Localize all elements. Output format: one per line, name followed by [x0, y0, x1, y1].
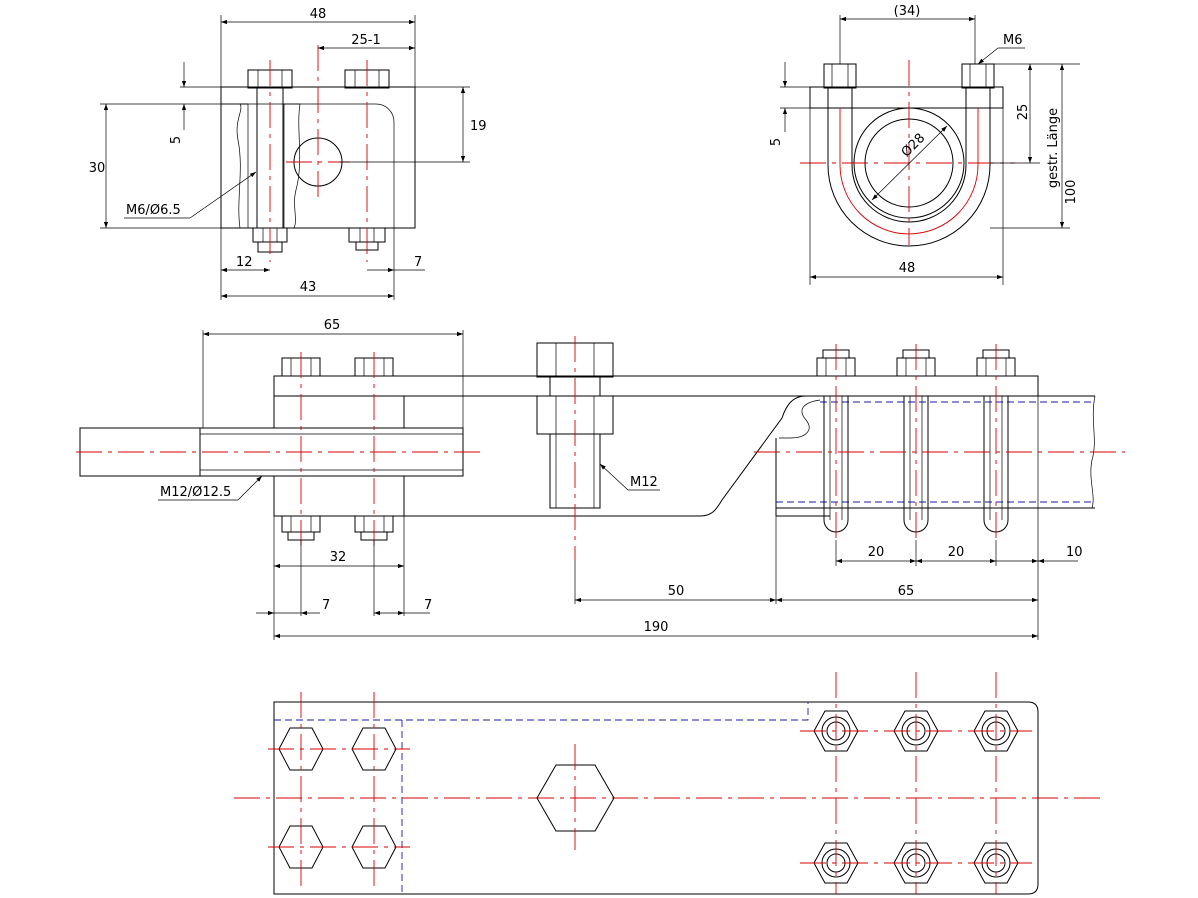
clamp-block-lower	[273, 475, 405, 517]
tube-break	[1090, 395, 1096, 509]
dim-19: 19	[470, 119, 487, 134]
clamp-block-upper	[273, 395, 405, 429]
dim-25-1: 25-1	[351, 33, 381, 48]
dim-20-b: 20	[948, 545, 965, 560]
dim-65-right: 65	[898, 584, 915, 599]
side-elevation-view: 65 M12 M12/Ø12.5 32 7 7 50 65 20 20 10 1…	[76, 318, 1125, 640]
nut-upper-right	[961, 63, 995, 89]
dim-10: 10	[1066, 545, 1083, 560]
nut-upper-left	[823, 63, 857, 89]
dim-7-left: 7	[322, 598, 330, 613]
top-right-view: Ø28 (34) M6 5 25 gestr. Länge 100 48	[769, 4, 1080, 285]
block-inner-contour	[375, 103, 395, 228]
top-left-view: 48 25-1 5 19 30 M6/Ø6.5 12 7 43	[89, 7, 487, 300]
clamp-plate	[809, 86, 1004, 109]
dim-7-right: 7	[424, 598, 432, 613]
dim-34: (34)	[894, 4, 921, 19]
dim-25-right: 25	[1016, 104, 1031, 121]
dim-65-top: 65	[324, 318, 341, 333]
hex-m12	[536, 764, 615, 832]
label-gestr-laenge: gestr. Länge	[1046, 108, 1061, 188]
bar-bend	[699, 395, 820, 517]
dim-48-right: 48	[899, 261, 916, 276]
label-m6-bolt: M6/Ø6.5	[126, 203, 181, 218]
dim-100: 100	[1064, 180, 1079, 205]
dim-48-top: 48	[310, 7, 327, 22]
dim-5-left: 5	[169, 136, 184, 144]
hatched-section-right	[283, 103, 301, 229]
label-m6-ubolt: M6	[1003, 33, 1023, 48]
label-m12-rod: M12/Ø12.5	[160, 485, 231, 500]
dim-30: 30	[89, 161, 106, 176]
label-m12: M12	[630, 475, 658, 490]
dim-d28: Ø28	[899, 131, 929, 161]
u-bolt-outer	[827, 108, 991, 247]
dim-5-right: 5	[769, 138, 784, 146]
hidden-edge-top	[274, 702, 809, 721]
dim-32: 32	[330, 550, 347, 565]
dim-50: 50	[668, 584, 685, 599]
dim-12: 12	[236, 255, 253, 270]
dim-190: 190	[644, 620, 669, 635]
plan-plate-outline	[273, 701, 1039, 895]
bar-bend-inner	[779, 399, 821, 439]
hatched-section-left	[236, 103, 249, 229]
dim-20-a: 20	[868, 545, 885, 560]
plan-view	[234, 672, 1104, 895]
dim-7-top: 7	[414, 255, 422, 270]
top-bar	[273, 375, 1039, 397]
dim-43: 43	[300, 280, 317, 295]
